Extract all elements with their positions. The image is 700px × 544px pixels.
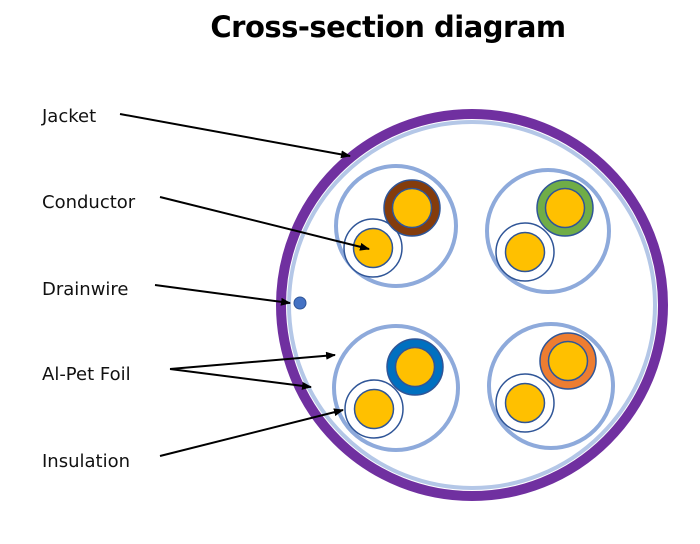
pair-foil-brown — [334, 164, 458, 288]
label-conductor: Conductor — [42, 192, 136, 213]
conductor-orange — [547, 340, 589, 382]
conductor-blue — [394, 346, 436, 388]
jacket-ring — [276, 109, 668, 501]
arrow-foil-pair — [169, 351, 336, 370]
conductor-white-brown — [352, 227, 394, 269]
pair-foil-orange — [487, 322, 615, 450]
conductor-white-blue — [353, 388, 395, 430]
arrow-insulation — [159, 408, 344, 457]
arrow-drainwire — [154, 284, 291, 306]
label-drainwire: Drainwire — [42, 279, 129, 300]
pair-foil-green — [485, 168, 611, 294]
diagram-title: Cross-section diagram — [210, 10, 566, 44]
arrow-foil-outer — [169, 368, 312, 390]
drainwire — [293, 296, 307, 310]
label-al-pet-foil: Al-Pet Foil — [42, 364, 131, 385]
conductor-white-green — [504, 231, 546, 273]
conductor-white-orange — [504, 382, 546, 424]
conductor-brown — [391, 187, 433, 229]
label-jacket: Jacket — [42, 106, 97, 127]
pair-foil-blue — [332, 324, 460, 452]
arrow-conductor — [159, 196, 370, 251]
label-insulation: Insulation — [42, 451, 131, 472]
conductor-green — [544, 187, 586, 229]
arrow-jacket — [119, 113, 351, 159]
